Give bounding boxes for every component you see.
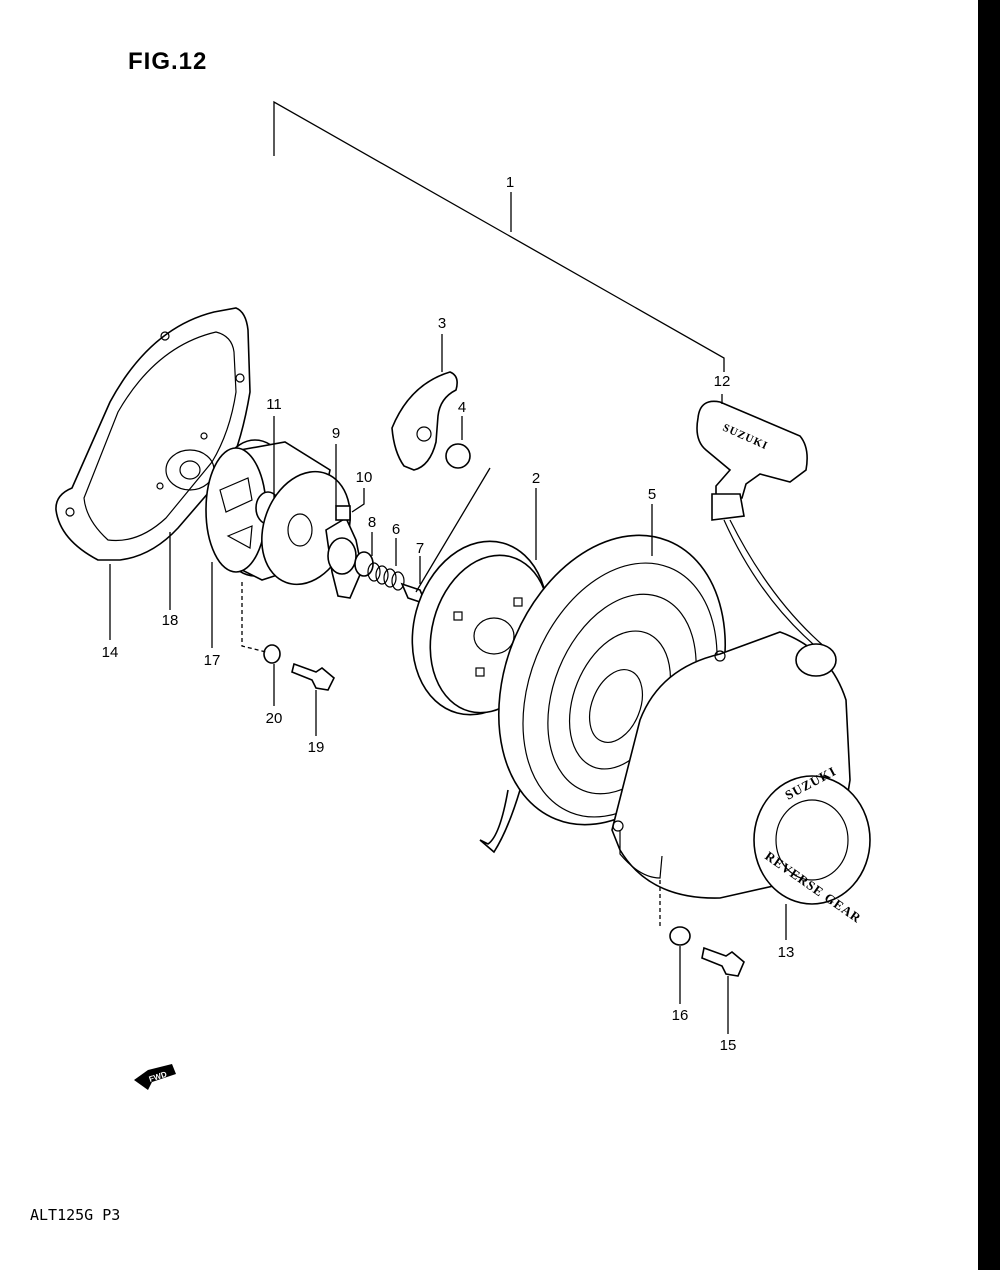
callout-10: 10 — [356, 469, 373, 486]
callout-14: 14 — [102, 644, 119, 661]
callout-5: 5 — [648, 486, 656, 503]
callout-6: 6 — [392, 521, 400, 538]
washer-16 — [669, 926, 691, 946]
callout-8: 8 — [368, 514, 376, 531]
spring-6 — [367, 562, 405, 591]
washer-20 — [263, 644, 281, 664]
callout-3: 3 — [438, 315, 446, 332]
figure-title: FIG.12 — [128, 48, 208, 75]
bolt-19 — [291, 662, 335, 691]
leader-lines — [109, 334, 787, 1034]
callout-20: 20 — [266, 710, 283, 727]
callout-17: 17 — [204, 652, 221, 669]
callout-labels: 1 2 3 4 5 6 7 8 9 10 11 12 13 14 15 16 1… — [102, 174, 795, 1054]
callout-15: 15 — [720, 1037, 737, 1054]
callout-11: 11 — [266, 396, 282, 413]
callout-19: 19 — [308, 739, 325, 756]
pawl-3 — [391, 371, 458, 471]
scan-edge-bar — [978, 0, 1000, 1270]
callout-18: 18 — [162, 612, 179, 629]
starter-case-13: SUZUKI REVERSE GEAR — [611, 631, 871, 926]
callout-4: 4 — [458, 399, 466, 416]
callout-7: 7 — [416, 540, 424, 557]
callout-9: 9 — [332, 425, 340, 442]
callout-16: 16 — [672, 1007, 689, 1024]
guide-10 — [325, 505, 363, 599]
assembly-bracket — [273, 100, 725, 372]
spring-8 — [354, 551, 374, 577]
pin-4 — [445, 443, 471, 469]
callout-12: 12 — [714, 373, 731, 390]
callout-13: 13 — [778, 944, 795, 961]
fwd-arrow: FWD — [134, 1064, 176, 1090]
callout-1: 1 — [506, 174, 514, 191]
handle-12: SUZUKI — [696, 400, 837, 677]
gasket-14 — [55, 307, 251, 561]
model-code-footer: ALT125G P3 — [30, 1206, 121, 1224]
bolt-15 — [701, 946, 745, 977]
callout-2: 2 — [532, 470, 540, 487]
